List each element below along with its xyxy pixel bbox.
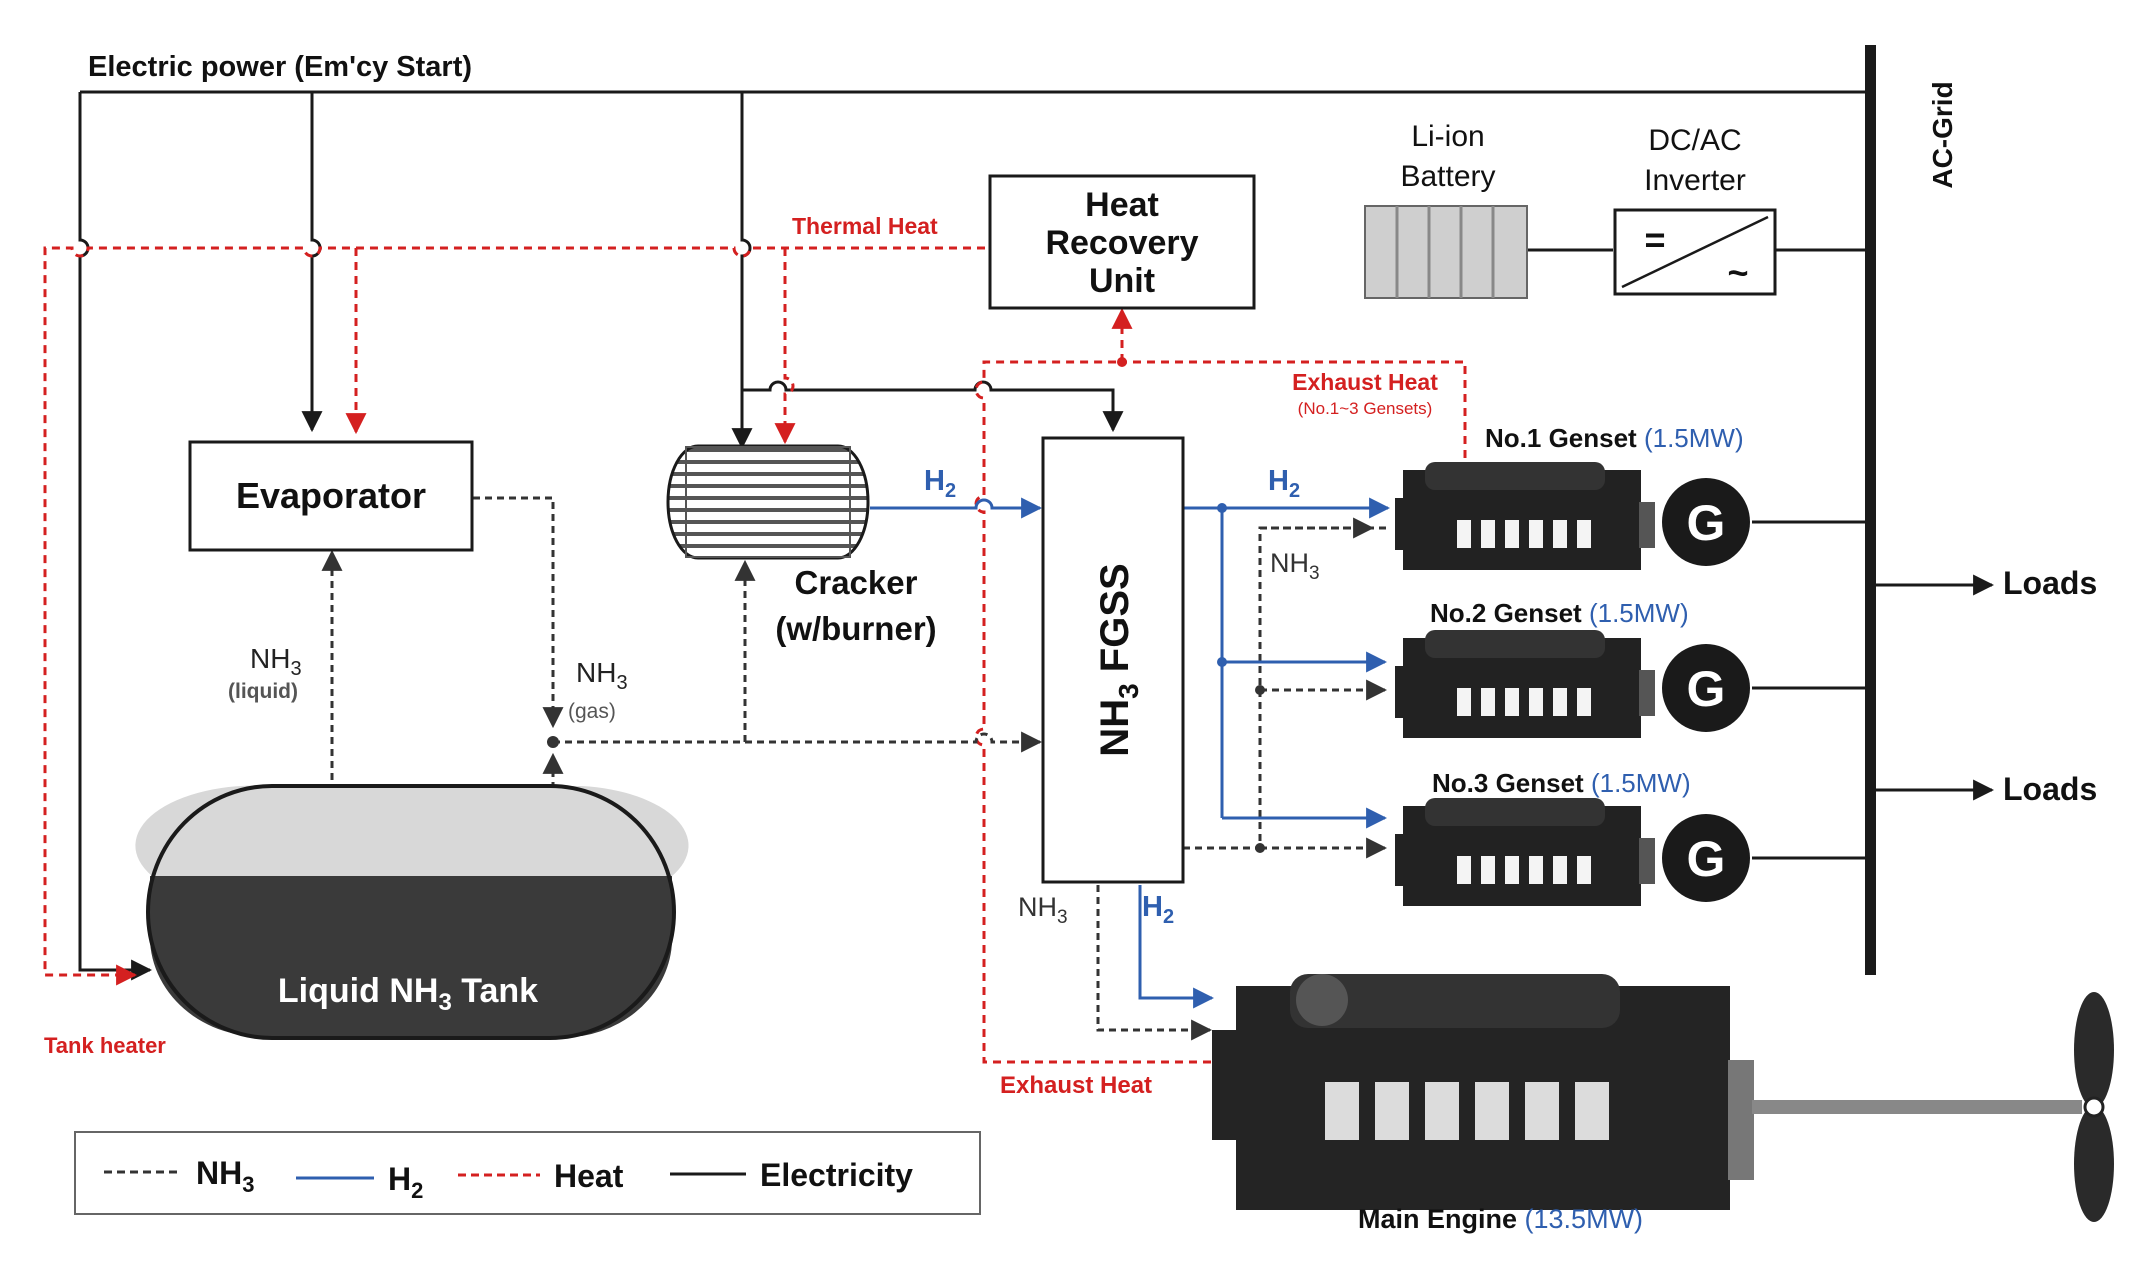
battery-label-line2: Battery <box>1400 160 1495 193</box>
cracker-heat-line <box>774 248 796 445</box>
electricity-lines <box>78 90 1995 981</box>
cracker <box>666 444 870 560</box>
generator-1-symbol: G <box>1687 495 1726 551</box>
genset-exhaust-heat <box>1122 360 1467 458</box>
thermal-heat-main <box>43 246 985 986</box>
dc-ac-inverter: = ~ <box>1613 208 1777 296</box>
inverter-label-line1: DC/AC <box>1648 124 1741 157</box>
genset-1: No.1 Genset (1.5MW) G <box>1395 423 1750 570</box>
generator-3-symbol: G <box>1687 831 1726 887</box>
exhaust-heat-junction <box>1117 357 1127 367</box>
nh3-genset-label: NH3 <box>1270 548 1320 584</box>
generator-3-icon <box>1662 814 1750 902</box>
evaporator-label: Evaporator <box>236 475 426 516</box>
tank-label: Liquid NH3 Tank <box>278 972 538 1016</box>
hru-label-line1: Heat <box>1085 186 1159 224</box>
nh3-liquid-note: (liquid) <box>228 680 298 703</box>
legend-heat-label: Heat <box>554 1158 624 1194</box>
ac-grid-label: AC-Grid <box>1927 81 1958 188</box>
evaporator-power-line <box>301 92 323 433</box>
h2-cracker-label: H2 <box>924 465 956 502</box>
main-engine-label: Main Engine (13.5MW) <box>1358 1204 1643 1234</box>
genset-2: No.2 Genset (1.5MW) G <box>1395 598 1750 738</box>
evaporator-out-line <box>473 496 564 729</box>
fgss-power-line <box>742 380 1124 433</box>
battery-label-line1: Li-ion <box>1411 120 1484 153</box>
exhaust-heat-top-note: (No.1~3 Gensets) <box>1298 399 1433 418</box>
heat-recovery-unit: Heat Recovery Unit <box>988 174 1256 310</box>
h2-junction-g2 <box>1217 657 1227 667</box>
generator-2-symbol: G <box>1687 661 1726 717</box>
legend: NH3 H2 Heat Electricity <box>74 1131 981 1215</box>
propeller-icon <box>2074 992 2114 1222</box>
tank-heater-label: Tank heater <box>44 1033 166 1058</box>
legend-h2-label: H2 <box>388 1161 423 1203</box>
main-engine <box>1212 974 1754 1210</box>
genset-3-label: No.3 Genset (1.5MW) <box>1432 768 1691 798</box>
genset-2-label: No.2 Genset (1.5MW) <box>1430 598 1689 628</box>
generator-1-icon <box>1662 478 1750 566</box>
inverter-label-line2: Inverter <box>1644 164 1746 197</box>
nh3-liquid-label: NH3 <box>250 643 302 680</box>
h2-genset-label: H2 <box>1268 465 1300 502</box>
li-ion-battery <box>1364 205 1528 299</box>
nh3-gas-note: (gas) <box>568 700 616 723</box>
legend-electricity-label: Electricity <box>760 1157 913 1193</box>
genset-3: No.3 Genset (1.5MW) G <box>1395 768 1750 906</box>
nh3-junction-g2 <box>1255 685 1265 695</box>
h2-junction-g1 <box>1217 503 1227 513</box>
nh3-to-main-engine <box>1096 885 1213 1041</box>
hru-label-line3: Unit <box>1089 262 1155 300</box>
cracker-label-line1: Cracker <box>795 564 918 601</box>
nh3-engine-label: NH3 <box>1018 892 1068 928</box>
loads-label-2: Loads <box>2003 771 2097 807</box>
ac-grid-bus <box>1865 45 1876 975</box>
liquid-nh3-tank: Liquid NH3 Tank <box>135 784 689 1040</box>
nh3-junction-g3 <box>1255 843 1265 853</box>
cracker-label-line2: (w/burner) <box>775 610 936 647</box>
electric-power-label: Electric power (Em'cy Start) <box>88 51 472 83</box>
nh3-lines <box>321 496 1390 1041</box>
evaporator: Evaporator <box>188 440 474 552</box>
propeller-shaft <box>1752 1100 2082 1114</box>
legend-nh3-label: NH3 <box>196 1155 254 1197</box>
thermal-heat-label: Thermal Heat <box>792 213 938 239</box>
hru-label-line2: Recovery <box>1045 224 1198 262</box>
h2-cracker-fgss <box>870 497 1043 519</box>
fgss-label: NH3 FGSS <box>1093 563 1144 756</box>
exhaust-heat-top-title: Exhaust Heat <box>1292 369 1438 395</box>
h2-engine-label: H2 <box>1142 891 1174 928</box>
h2-to-main-engine <box>1138 885 1215 1009</box>
nh3-gas-label: NH3 <box>576 657 628 694</box>
exhaust-heat-bottom-label: Exhaust Heat <box>1000 1072 1152 1099</box>
cracker-power-line <box>731 92 753 450</box>
inverter-dc-symbol: = <box>1644 219 1665 260</box>
nh3-gas-junction <box>547 736 559 748</box>
genset-1-label: No.1 Genset (1.5MW) <box>1485 423 1744 453</box>
inverter-ac-symbol: ~ <box>1727 252 1748 293</box>
nh3-to-fgss <box>553 731 1043 753</box>
h2-fgss-out <box>1183 506 1224 818</box>
generator-2-icon <box>1662 644 1750 732</box>
nh3-fgss: NH3 FGSS <box>1041 436 1185 884</box>
loads-label-1: Loads <box>2003 565 2097 601</box>
